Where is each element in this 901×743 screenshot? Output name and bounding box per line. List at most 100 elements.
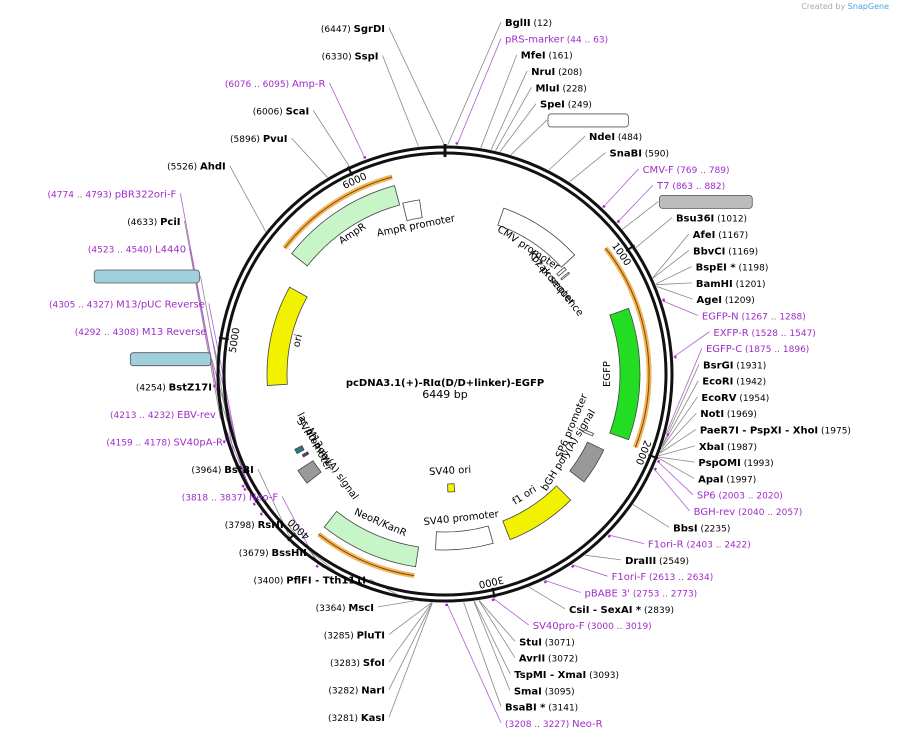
feature-lac-promoter bbox=[294, 445, 305, 455]
connector-lbl-bsabi bbox=[463, 602, 502, 707]
lbl-sv40prof: SV40pro-F (3000 .. 3019) bbox=[533, 621, 652, 632]
credit-text: Created by SnapGene bbox=[801, 2, 889, 11]
orf-ampr-core bbox=[284, 176, 393, 249]
connector-lbl-sv40prof bbox=[492, 597, 529, 626]
feature-label-egfp: EGFP bbox=[602, 361, 613, 387]
connector-lbl-bspei bbox=[655, 266, 692, 285]
feature-bgh-polya bbox=[569, 441, 605, 483]
connector-lbl-srui bbox=[490, 70, 528, 150]
lbl-csii: CsiI - SexAI * (2839) bbox=[569, 605, 674, 616]
lbl-cmv-enhancer-box bbox=[547, 113, 629, 128]
plasmid-size: 6449 bp bbox=[422, 388, 467, 401]
connector-lbl-ecorv bbox=[661, 396, 698, 450]
primer-mark-lbl-neof bbox=[315, 564, 319, 568]
connector-lbl-pbabe3 bbox=[544, 579, 581, 593]
plasmid-name: pcDNA3.1(+)-RIα(D/D+linker)-EGFP bbox=[346, 378, 544, 389]
lbl-nari: (3282) NarI bbox=[328, 686, 385, 697]
tick-mark-2000 bbox=[648, 453, 659, 460]
lbl-egfpc: EGFP-C (1875 .. 1896) bbox=[706, 344, 809, 355]
feature-f1-ori bbox=[502, 485, 572, 541]
tick-mark-5000 bbox=[218, 336, 229, 341]
lbl-rsrii: (3798) RsrII bbox=[225, 520, 284, 531]
connector-lbl-draiii bbox=[585, 554, 622, 561]
lbl-spei: SpeI (249) bbox=[540, 100, 592, 111]
connector-lbl-prs-marker bbox=[456, 38, 502, 146]
primer-mark-lbl-ebvrev bbox=[252, 502, 256, 506]
connector-lbl-exfpr bbox=[673, 331, 710, 358]
connector-lbl-stui bbox=[478, 600, 516, 642]
lbl-bsu36i: Bsu36I (1012) bbox=[676, 214, 747, 225]
lbl-sv40par: (4159 .. 4178) SV40pA-R bbox=[106, 437, 223, 448]
lbl-bstz17i: (4254) BstZ17I bbox=[136, 382, 212, 393]
feature-t7-promoter bbox=[556, 266, 567, 277]
connector-lbl-kozak bbox=[622, 201, 659, 230]
primer-mark-lbl-sv40par bbox=[259, 512, 263, 516]
feature-ampr-promoter bbox=[402, 199, 423, 222]
feature-ori bbox=[266, 286, 308, 386]
lbl-scai: (6006) ScaI bbox=[253, 107, 309, 118]
connector-lbl-sfoi bbox=[388, 602, 433, 663]
feature-egfp bbox=[609, 307, 641, 441]
primer-mark-lbl-sp6 bbox=[657, 459, 661, 464]
primer-mark-lbl-ampr-primer bbox=[363, 155, 367, 159]
connector-lbl-egfpn bbox=[661, 300, 699, 316]
connector-lbl-ahdi bbox=[229, 165, 267, 232]
lbl-cap-box bbox=[93, 269, 200, 284]
tick-mark-4000 bbox=[287, 532, 296, 542]
feature-cmv-promoter bbox=[497, 207, 576, 268]
lbl-noti: NotI (1969) bbox=[700, 409, 757, 420]
lbl-f1orir: F1ori-R (2403 .. 2422) bbox=[648, 540, 751, 551]
lbl-pbabe3: pBABE 3' (2753 .. 2773) bbox=[585, 588, 698, 599]
lbl-bbsi: BbsI (2235) bbox=[673, 523, 730, 534]
connector-lbl-noti bbox=[660, 412, 697, 453]
feature-kozak-sequence bbox=[560, 271, 571, 281]
lbl-mfei: MfeI (161) bbox=[521, 51, 573, 62]
lbl-bspei: BspEI * (1198) bbox=[696, 263, 769, 274]
lbl-apai: ApaI (1997) bbox=[698, 474, 756, 485]
center-title: pcDNA3.1(+)-RIα(D/D+linker)-EGFP 6449 bp bbox=[346, 378, 544, 401]
lbl-pflfi: (3400) PflFI - Tth111I bbox=[254, 575, 367, 586]
connector-lbl-bghrev bbox=[653, 468, 690, 512]
connector-lbl-mlui bbox=[495, 87, 532, 151]
orf-neo-core bbox=[318, 533, 415, 577]
feature-ampr bbox=[291, 185, 401, 267]
lbl-lac-operator-box bbox=[129, 352, 212, 367]
connector-lbl-bamhi bbox=[655, 282, 692, 286]
lbl-pcii: (4633) PciI bbox=[127, 217, 180, 228]
lbl-srui: NruI (208) bbox=[531, 67, 582, 78]
connector-lbl-nari bbox=[388, 602, 433, 690]
connector-lbl-xbai bbox=[658, 445, 696, 457]
lbl-ndei: NdeI (484) bbox=[589, 132, 642, 143]
connector-lbl-msci bbox=[377, 600, 415, 608]
connector-lbl-neof bbox=[281, 496, 319, 565]
lbl-plutI: (3285) PluTI bbox=[324, 630, 385, 641]
lbl-ebvrev: (4213 .. 4232) EBV-rev bbox=[110, 410, 216, 421]
connector-lbl-ampr-primer bbox=[329, 82, 366, 160]
lbl-m13puc: (4305 .. 4327) M13/pUC Reverse bbox=[49, 300, 205, 311]
credit-brand: SnapGene bbox=[847, 2, 889, 11]
lbl-bglii: BglII (12) bbox=[505, 18, 552, 29]
connector-lbl-bbvci bbox=[652, 249, 690, 279]
connector-lbl-plutI bbox=[388, 602, 432, 635]
connector-lbl-sgrdi bbox=[388, 27, 445, 146]
lbl-egfpn: EGFP-N (1267 .. 1288) bbox=[702, 311, 806, 322]
connector-lbl-mfei bbox=[480, 54, 518, 148]
connector-lbl-cmvf bbox=[602, 168, 639, 209]
connector-lbl-scai bbox=[312, 110, 350, 167]
connector-lbl-afei bbox=[652, 233, 690, 279]
lbl-bsrgi: BsrGI (1931) bbox=[703, 360, 766, 371]
primer-mark-lbl-egfpn bbox=[662, 298, 666, 302]
lbl-bsshii: (3679) BssHII bbox=[239, 548, 307, 559]
connector-lbl-sspi bbox=[382, 55, 419, 147]
connector-lbl-bsu36i bbox=[635, 217, 673, 248]
lbl-smai: SmaI (3095) bbox=[514, 686, 575, 697]
feature-sv40-ori bbox=[447, 483, 456, 493]
primer-mark-lbl-egfpc bbox=[666, 433, 670, 437]
primer-mark-lbl-l4440 bbox=[222, 440, 226, 444]
connector-lbl-tspmi bbox=[473, 600, 511, 675]
lbl-prs-marker: pRS-marker (44 .. 63) bbox=[505, 34, 608, 45]
connector-lbl-avrii bbox=[478, 600, 516, 658]
lbl-bsabi: BsaBI * (3141) bbox=[505, 703, 578, 714]
